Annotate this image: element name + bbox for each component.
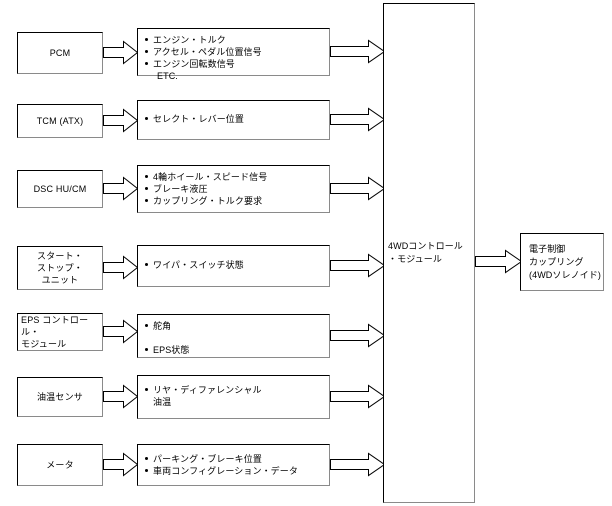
signal-item: パーキング・ブレーキ位置 (144, 453, 329, 465)
signal-box-1[interactable]: エンジン・トルク アクセル・ペダル位置信号 エンジン回転数信号 ETC. (137, 28, 330, 81)
output-box-electronic-control-coupling[interactable]: 電子制御 カップリング (4WDソレノイド) (520, 233, 604, 291)
arrow-signal-to-module-7 (330, 450, 386, 480)
signal-item: 車両コンフィグレーション・データ (144, 465, 329, 477)
source-label: DSC HU/CM (33, 184, 87, 194)
arrow-source-to-signal-2 (103, 106, 139, 136)
arrow-module-to-output (475, 247, 523, 277)
arrow-signal-to-module-2 (330, 105, 386, 135)
signal-box-2[interactable]: セレクト・レバー位置 (137, 100, 330, 140)
signal-item: 舵角 (144, 320, 329, 332)
signal-item: ブレーキ液圧 (144, 183, 329, 195)
arrow-source-to-signal-5 (103, 317, 139, 347)
source-box-oil-temp-sensor[interactable]: 油温センサ (17, 377, 103, 417)
signal-item: セレクト・レバー位置 (144, 113, 329, 125)
signal-box-7[interactable]: パーキング・ブレーキ位置 車両コンフィグレーション・データ (137, 444, 330, 486)
signal-box-4[interactable]: ワイパ・スイッチ状態 (137, 245, 330, 287)
source-label: 油温センサ (36, 392, 83, 402)
signal-box-5[interactable]: 舵角 EPS状態 (137, 314, 330, 358)
source-label: メータ (46, 460, 74, 470)
arrow-signal-to-module-4 (330, 251, 386, 281)
signal-list-4: ワイパ・スイッチ状態 (144, 259, 329, 271)
arrow-source-to-signal-3 (103, 174, 139, 204)
arrow-signal-to-module-5 (330, 321, 386, 351)
arrow-signal-to-module-6 (330, 382, 386, 412)
signal-list-1: エンジン・トルク アクセル・ペダル位置信号 エンジン回転数信号 ETC. (144, 34, 329, 82)
signal-list-3: 4輪ホイール・スピード信号 ブレーキ液圧 カップリング・トルク要求 (144, 171, 329, 207)
source-label: PCM (49, 48, 71, 58)
module-label: 4WDコントロール ・モジュール (388, 241, 463, 264)
source-box-pcm[interactable]: PCM (17, 32, 103, 74)
signal-list-2: セレクト・レバー位置 (144, 113, 329, 125)
signal-box-6[interactable]: リヤ・ディファレンシャル 油温 (137, 375, 330, 419)
module-box-4wd-control-module[interactable]: 4WDコントロール ・モジュール (383, 3, 475, 503)
arrow-source-to-signal-1 (103, 38, 139, 68)
source-label: TCM (ATX) (36, 116, 84, 126)
signal-item: ETC. (157, 71, 178, 81)
arrow-signal-to-module-1 (330, 37, 386, 67)
source-box-start-stop-unit[interactable]: スタート・ ストップ・ ユニット (17, 246, 103, 290)
signal-item: エンジン回転数信号 (144, 58, 329, 70)
signal-list-5: 舵角 EPS状態 (144, 320, 329, 356)
signal-item: カップリング・トルク要求 (144, 195, 329, 207)
signal-item: EPS状態 (144, 344, 329, 356)
source-box-dsc-hu-cm[interactable]: DSC HU/CM (17, 170, 103, 208)
signal-list-7: パーキング・ブレーキ位置 車両コンフィグレーション・データ (144, 453, 329, 477)
output-label: 電子制御 カップリング (4WDソレノイド) (529, 243, 601, 280)
signal-box-3[interactable]: 4輪ホイール・スピード信号 ブレーキ液圧 カップリング・トルク要求 (137, 165, 330, 213)
signal-item: ワイパ・スイッチ状態 (144, 259, 329, 271)
signal-list-6: リヤ・ディファレンシャル 油温 (144, 384, 329, 408)
source-label: EPS コントロール・ モジュール (21, 315, 89, 349)
arrow-source-to-signal-6 (103, 382, 139, 412)
signal-item: リヤ・ディファレンシャル 油温 (144, 384, 329, 408)
signal-item: アクセル・ペダル位置信号 (144, 46, 329, 58)
arrow-source-to-signal-4 (103, 253, 139, 283)
source-label: スタート・ ストップ・ ユニット (36, 251, 83, 285)
arrow-source-to-signal-7 (103, 450, 139, 480)
signal-item: エンジン・トルク (144, 34, 329, 46)
source-box-meter[interactable]: メータ (17, 444, 103, 486)
source-box-tcm-atx[interactable]: TCM (ATX) (17, 104, 103, 138)
arrow-signal-to-module-3 (330, 174, 386, 204)
signal-item: 4輪ホイール・スピード信号 (144, 171, 329, 183)
source-box-eps-control-module[interactable]: EPS コントロール・ モジュール (17, 313, 103, 351)
